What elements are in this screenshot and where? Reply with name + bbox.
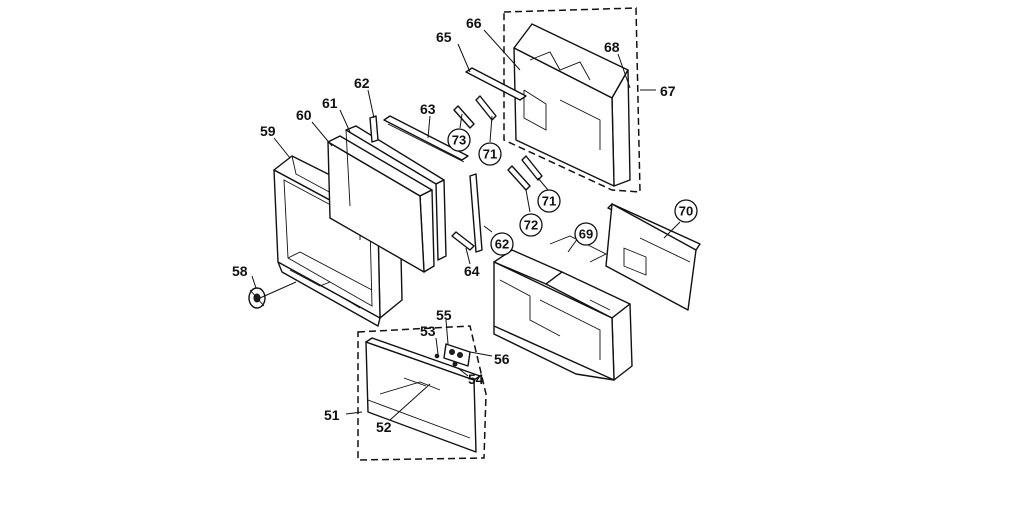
label-62-top: 62 xyxy=(354,75,370,91)
label-67: 67 xyxy=(660,83,676,99)
svg-text:70: 70 xyxy=(679,204,693,219)
label-60: 60 xyxy=(296,107,312,123)
label-65: 65 xyxy=(436,29,452,45)
svg-text:62: 62 xyxy=(495,237,509,252)
label-58: 58 xyxy=(232,263,248,279)
base-housing-69 xyxy=(493,235,633,381)
knob-58 xyxy=(248,287,266,309)
bracket-71-lower xyxy=(521,155,543,181)
circled-label-69: 69 xyxy=(574,222,598,246)
label-56: 56 xyxy=(494,351,510,367)
group-box-51 xyxy=(357,325,487,461)
circled-label-62-side: 62 xyxy=(490,232,514,256)
circled-label-71-lower: 71 xyxy=(537,189,561,213)
button-cluster-55-56 xyxy=(434,343,471,367)
label-63: 63 xyxy=(420,101,436,117)
label-59: 59 xyxy=(260,123,276,139)
circled-label-71-upper: 71 xyxy=(478,142,502,166)
leader-lines xyxy=(251,29,681,421)
label-68: 68 xyxy=(604,39,620,55)
label-52: 52 xyxy=(376,419,392,435)
group-box-67 xyxy=(503,7,641,193)
svg-text:72: 72 xyxy=(524,218,538,233)
bracket-71-upper xyxy=(475,95,497,121)
label-66: 66 xyxy=(466,15,482,31)
circled-label-73: 73 xyxy=(447,128,471,152)
circled-label-70: 70 xyxy=(674,199,698,223)
label-61: 61 xyxy=(322,95,338,111)
frame-rail-62-side xyxy=(469,173,483,253)
label-54: 54 xyxy=(468,371,484,387)
chassis-66 xyxy=(469,23,631,187)
bracket-72 xyxy=(507,165,531,191)
bracket-73 xyxy=(453,105,475,129)
label-53: 53 xyxy=(420,323,436,339)
svg-text:71: 71 xyxy=(542,194,556,209)
control-panel-51 xyxy=(365,337,481,453)
screen-panel-60 xyxy=(327,135,435,273)
frame-rail-63 xyxy=(383,115,469,163)
svg-text:71: 71 xyxy=(483,147,497,162)
svg-text:73: 73 xyxy=(452,133,466,148)
frame-rail-64 xyxy=(451,231,475,251)
label-51: 51 xyxy=(324,407,340,423)
label-64: 64 xyxy=(464,263,480,279)
cover-65 xyxy=(465,67,527,101)
screen-panel-61 xyxy=(345,125,447,261)
frame-rail-62-top xyxy=(369,115,379,143)
circled-label-72: 72 xyxy=(519,213,543,237)
label-55: 55 xyxy=(436,307,452,323)
svg-text:69: 69 xyxy=(579,227,593,242)
